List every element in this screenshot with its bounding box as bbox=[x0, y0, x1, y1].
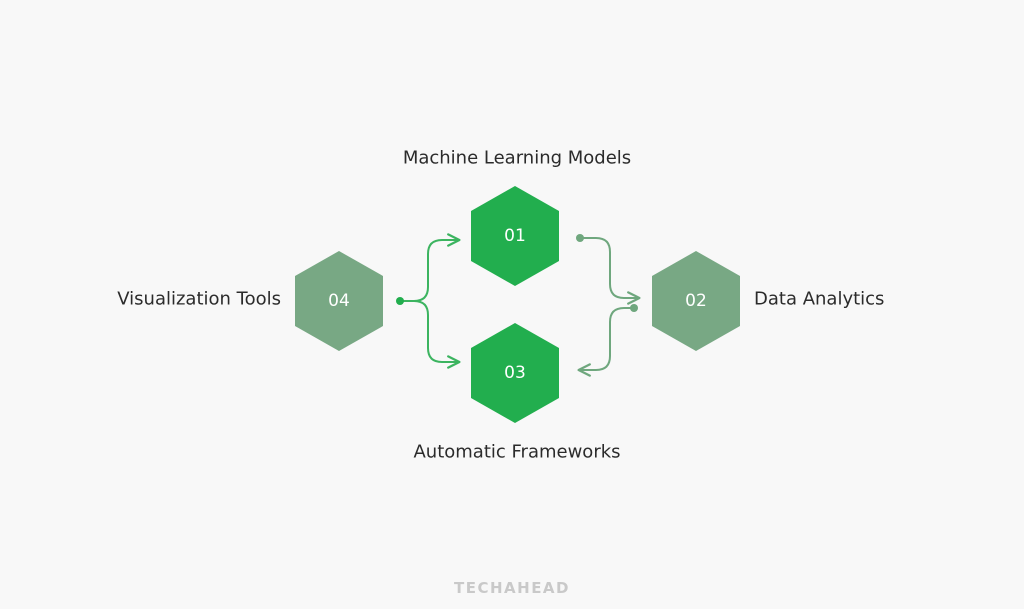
node-02-number: 02 bbox=[685, 291, 707, 311]
label-visualization-tools: Visualization Tools bbox=[117, 289, 281, 310]
connector-04-to-03 bbox=[413, 300, 461, 369]
node-03: 03 bbox=[471, 323, 559, 423]
node-03-number: 03 bbox=[504, 363, 526, 383]
hexagon-04 bbox=[295, 251, 383, 351]
hexagon-02 bbox=[652, 251, 740, 351]
node-02: 02 bbox=[652, 251, 740, 351]
connector-dot-02 bbox=[630, 304, 638, 312]
label-machine-learning-models: Machine Learning Models bbox=[403, 148, 631, 169]
label-data-analytics: Data Analytics bbox=[754, 289, 884, 310]
label-automatic-frameworks: Automatic Frameworks bbox=[413, 442, 620, 463]
connector-04-to-01 bbox=[399, 233, 461, 302]
connector-02-to-03 bbox=[577, 307, 635, 377]
connector-dot-04 bbox=[396, 297, 404, 305]
hexagon-03 bbox=[471, 323, 559, 423]
node-01-number: 01 bbox=[504, 226, 526, 246]
node-04: 04 bbox=[295, 251, 383, 351]
node-04-number: 04 bbox=[328, 291, 350, 311]
connector-dot-01 bbox=[576, 234, 584, 242]
node-01: 01 bbox=[471, 186, 559, 286]
connector-01-to-02 bbox=[579, 237, 641, 305]
techahead-watermark: TECHAHEAD bbox=[454, 579, 570, 597]
hexagon-01 bbox=[471, 186, 559, 286]
